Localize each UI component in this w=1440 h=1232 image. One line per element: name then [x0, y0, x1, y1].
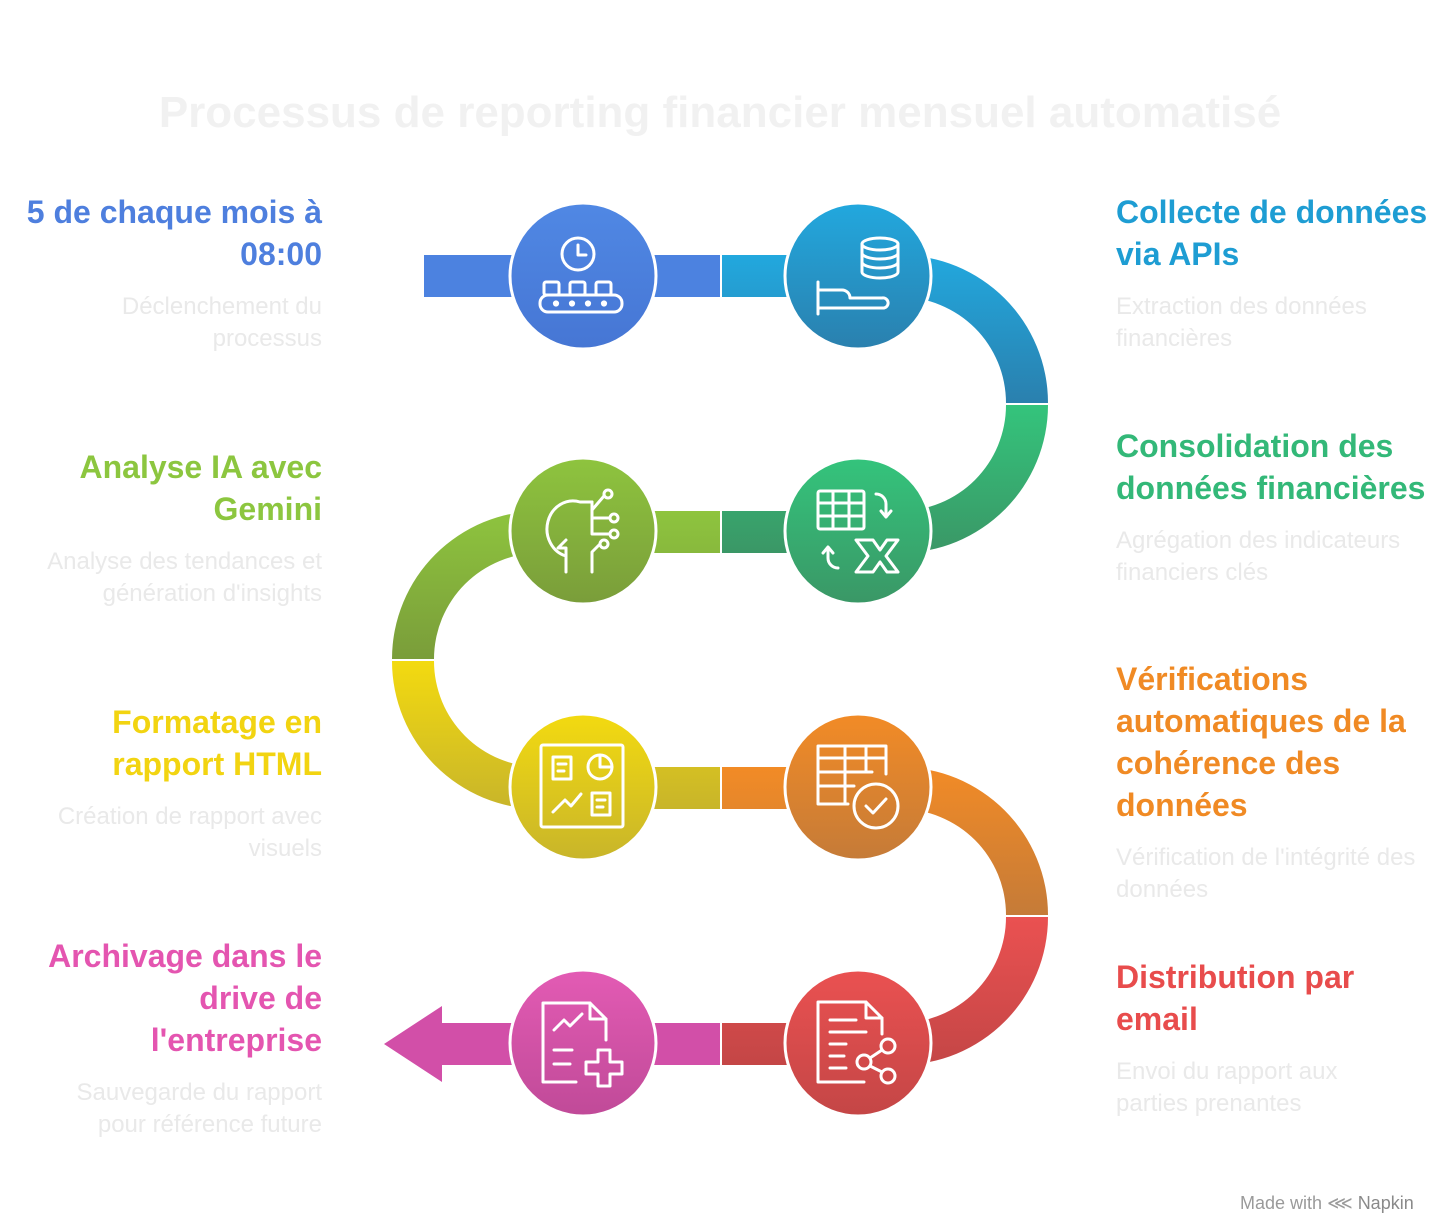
- ai-brain-icon: [545, 488, 620, 574]
- step-6-text: Vérifications automatiques de la cohéren…: [1116, 658, 1436, 906]
- document-share-icon: [816, 1000, 897, 1085]
- step-2-text: Collecte de données via APIs Extraction …: [1116, 191, 1436, 355]
- step-7-circle: [783, 968, 933, 1118]
- diagram-title: Processus de reporting financier mensuel…: [158, 88, 1282, 137]
- step-8-circle: [508, 968, 658, 1118]
- napkin-brand: Napkin: [1357, 1193, 1414, 1213]
- step-2-circle: [783, 201, 933, 351]
- step-8-title: Archivage dans le drive de l'entreprise: [48, 938, 322, 1058]
- step-8-text: Archivage dans le drive de l'entreprise …: [2, 935, 322, 1141]
- step-4-description: Analyse des tendances et génération d'in…: [47, 548, 322, 607]
- dashboard-report-icon: [539, 743, 625, 829]
- napkin-logo-icon: ⋘: [1327, 1193, 1353, 1213]
- step-7-description: Envoi du rapport aux parties prenantes: [1116, 1058, 1338, 1117]
- step-6-title: Vérifications automatiques de la cohéren…: [1116, 661, 1406, 823]
- table-check-icon: [816, 744, 900, 830]
- database-hand-icon: [816, 236, 900, 316]
- step-3-description: Agrégation des indicateurs financiers cl…: [1116, 527, 1401, 586]
- step-6-circle: [783, 712, 933, 862]
- step-6-description: Vérification de l'intégrité des données: [1116, 844, 1416, 903]
- step-1-description: Déclenchement du processus: [121, 293, 322, 352]
- step-4-circle: [508, 456, 658, 606]
- step-2-description: Extraction des données financières: [1116, 293, 1367, 352]
- step-3-text: Consolidation des données financières Ag…: [1116, 425, 1436, 589]
- step-5-circle: [508, 712, 658, 862]
- step-nodes: [508, 201, 933, 1118]
- document-add-icon: [541, 1001, 624, 1088]
- step-5-description: Création de rapport avec visuels: [57, 803, 322, 862]
- step-4-text: Analyse IA avec Gemini Analyse des tenda…: [2, 446, 322, 610]
- step-2-title: Collecte de données via APIs: [1116, 194, 1428, 272]
- step-7-text: Distribution par email Envoi du rapport …: [1116, 956, 1436, 1120]
- made-with-napkin-watermark: Made with ⋘ Napkin: [1240, 1193, 1440, 1214]
- step-8-description: Sauvegarde du rapport pour référence fut…: [76, 1079, 322, 1138]
- spreadsheet-transform-icon: [816, 489, 900, 574]
- step-1-title: 5 de chaque mois à 08:00: [26, 194, 322, 272]
- step-5-title: Formatage en rapport HTML: [112, 704, 322, 782]
- step-3-circle: [783, 456, 933, 606]
- step-4-title: Analyse IA avec Gemini: [79, 449, 322, 527]
- made-with-label: Made with: [1240, 1193, 1323, 1213]
- step-1-circle: [508, 201, 658, 351]
- step-1-text: 5 de chaque mois à 08:00 Déclenchement d…: [2, 191, 322, 355]
- conveyor-clock-icon: [538, 236, 624, 314]
- process-track: [384, 255, 1048, 1082]
- step-3-title: Consolidation des données financières: [1116, 428, 1426, 506]
- step-7-title: Distribution par email: [1116, 959, 1355, 1037]
- step-5-text: Formatage en rapport HTML Création de ra…: [2, 701, 322, 865]
